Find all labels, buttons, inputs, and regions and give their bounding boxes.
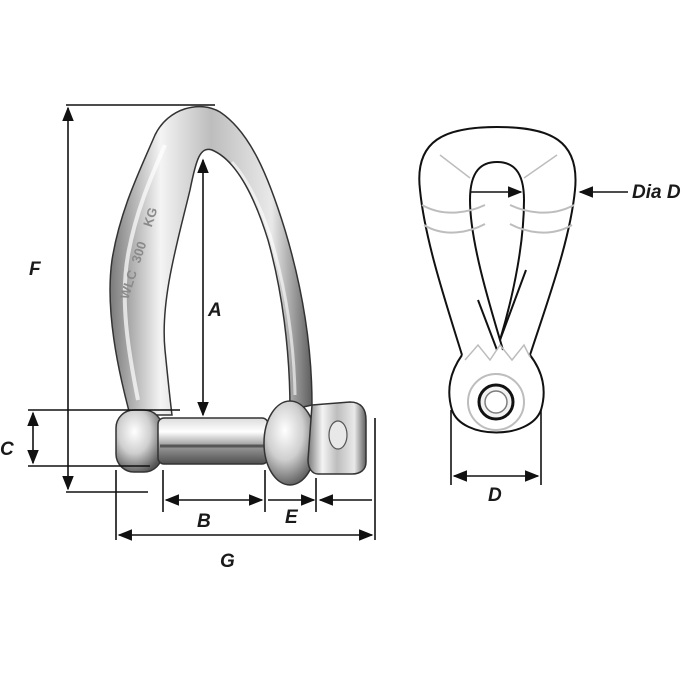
shackle-illustration: WLC 300 KG <box>109 105 367 486</box>
label-e: E <box>285 507 299 528</box>
side-view-bow <box>418 125 577 356</box>
label-g: G <box>220 551 235 572</box>
shackle-pin <box>157 417 269 465</box>
dimension-lines-left <box>27 104 376 541</box>
side-view-inner <box>468 160 526 351</box>
shackle-side-view <box>418 125 577 434</box>
label-dia-d: Dia D <box>632 182 681 203</box>
dimension-lines-right <box>450 186 628 485</box>
engraving-unit: KG <box>140 205 160 228</box>
label-a: A <box>207 300 222 321</box>
side-view-eye-lobe <box>448 354 545 434</box>
shackle-right-eye <box>263 400 317 486</box>
label-d: D <box>488 485 502 506</box>
label-f: F <box>29 259 42 280</box>
shackle-left-eye <box>115 409 163 473</box>
shackle-bow <box>109 105 313 416</box>
label-b: B <box>197 511 211 532</box>
engraving-rating: 300 <box>128 240 149 265</box>
side-view-eye-hole <box>484 390 508 414</box>
label-c: C <box>0 439 14 460</box>
